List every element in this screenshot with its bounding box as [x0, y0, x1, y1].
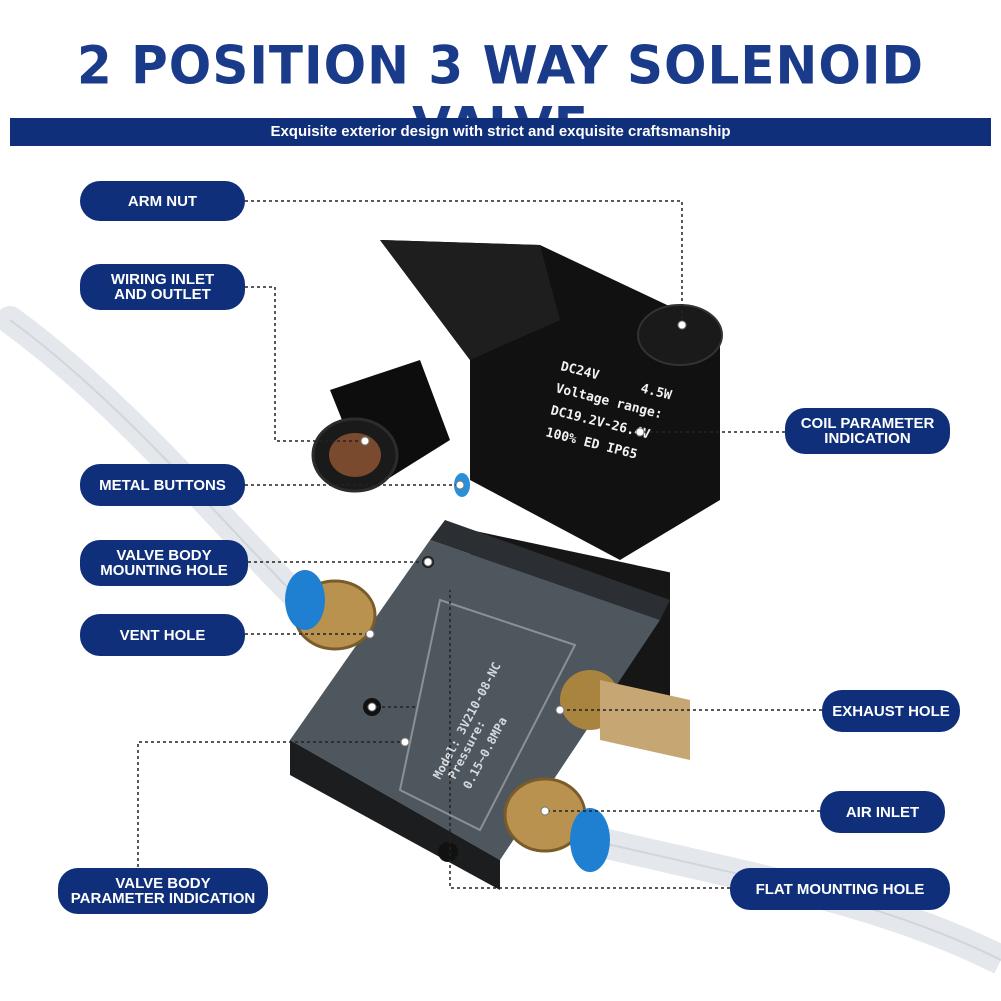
label-metal-buttons: METAL BUTTONS — [80, 464, 245, 506]
arm-nut-shape — [637, 304, 723, 366]
label-valve-body-mounting-hole: VALVE BODY MOUNTING HOLE — [80, 540, 248, 586]
flat-mount-hole — [438, 842, 458, 862]
label-coil-parameter-indication: COIL PARAMETER INDICATION — [785, 408, 950, 454]
label-air-inlet: AIR INLET — [820, 791, 945, 833]
coil-text-line1b: 4.5W — [639, 381, 673, 403]
label-exhaust-hole: EXHAUST HOLE — [822, 690, 960, 732]
exhaust-muffler — [600, 680, 690, 760]
label-valve-body-parameter-indication: VALVE BODY PARAMETER INDICATION — [58, 868, 268, 914]
label-vent-hole: VENT HOLE — [80, 614, 245, 656]
subtitle-bar: Exquisite exterior design with strict an… — [10, 118, 991, 146]
valve-body — [290, 540, 660, 860]
label-wiring-inlet-outlet: WIRING INLET AND OUTLET — [80, 264, 245, 310]
label-arm-nut: ARM NUT — [80, 181, 245, 221]
label-flat-mounting-hole: FLAT MOUNTING HOLE — [730, 868, 950, 910]
